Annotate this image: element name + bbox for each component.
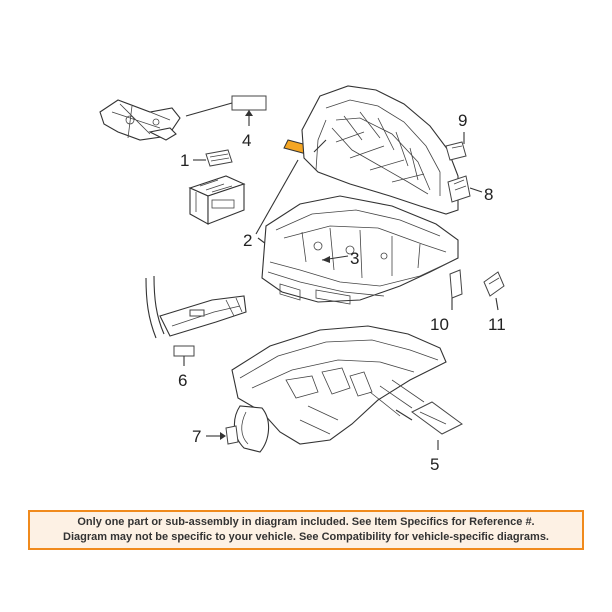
arrow-4 <box>245 110 253 116</box>
callout-8: 8 <box>484 185 493 204</box>
callout-5: 5 <box>430 455 439 474</box>
arrow-7 <box>220 432 226 440</box>
leader-line-8 <box>469 187 483 193</box>
callout-4: 4 <box>242 131 251 150</box>
label-6-part <box>173 345 195 357</box>
small-clip-6-part <box>189 309 205 317</box>
instrument-panel-part <box>231 325 447 445</box>
label-11-part <box>483 271 505 297</box>
leader-line-11 <box>495 297 499 311</box>
leader-line-5b <box>395 409 413 421</box>
label-5-part <box>411 401 463 435</box>
label-10-part <box>449 269 463 299</box>
notice-line-1: Only one part or sub-assembly in diagram… <box>77 516 535 528</box>
leader-line-4 <box>185 102 233 117</box>
label-8-part <box>447 175 471 203</box>
notice-line-2: Diagram may not be specific to your vehi… <box>63 531 549 543</box>
cowl-panel-part <box>261 195 459 305</box>
callout-10: 10 <box>430 315 449 334</box>
arrow-3 <box>322 256 330 263</box>
knee-bolster-part <box>233 405 270 453</box>
callout-3: 3 <box>350 249 359 268</box>
notice-banner: Only one part or sub-assembly in diagram… <box>28 510 584 550</box>
callout-2: 2 <box>243 231 252 250</box>
hood-part <box>301 85 459 215</box>
label-1-part <box>205 149 233 167</box>
leader-line-2a <box>255 159 299 235</box>
label-9-part <box>445 141 467 161</box>
battery-part <box>188 175 246 225</box>
callout-7: 7 <box>192 427 201 446</box>
callout-9: 9 <box>458 111 467 130</box>
label-7-part <box>225 425 239 445</box>
label-4-part <box>231 95 267 111</box>
callout-6: 6 <box>178 371 187 390</box>
leader-line-hood <box>313 139 327 153</box>
jack-assembly-part <box>99 99 181 141</box>
callout-11: 11 <box>488 315 506 334</box>
pillar-trim-part <box>145 275 247 339</box>
callout-1: 1 <box>180 151 189 170</box>
